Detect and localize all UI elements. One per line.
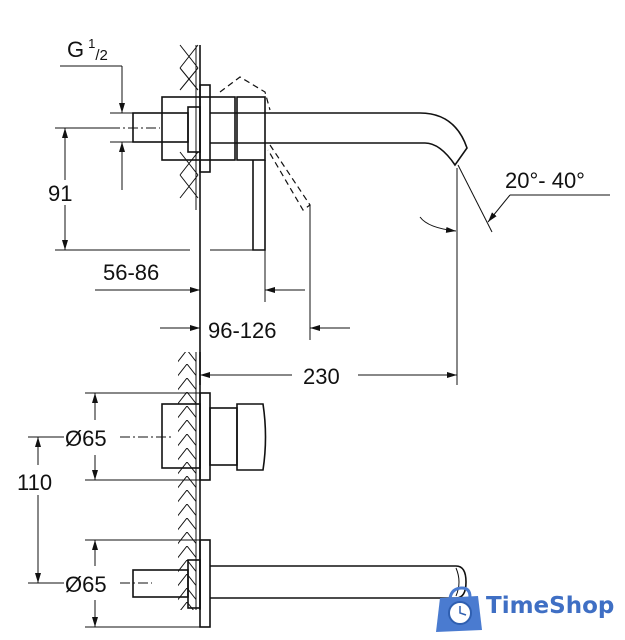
- wall-section-front: [178, 352, 201, 610]
- timeshop-logo: TimeShop: [436, 586, 614, 632]
- lower-diameter-dimension: Ø65: [65, 572, 107, 597]
- front-view: Ø65 Ø65 110: [17, 352, 467, 628]
- spout-length-dimension: 230: [303, 364, 340, 389]
- watermark-text: TimeShop: [486, 593, 614, 619]
- lever-depth-dimension: 96-126: [208, 318, 277, 343]
- spout-front: [120, 539, 467, 628]
- spacing-dimension: 110: [17, 470, 52, 495]
- clock-bag-icon: [436, 586, 482, 632]
- dimensions-front: Ø65 Ø65 110: [17, 392, 210, 628]
- spout-angle-dimension: 20°- 40°: [505, 168, 585, 193]
- height-dimension: 91: [48, 181, 72, 206]
- faucet-body: [110, 76, 468, 251]
- wall-section: [179, 44, 201, 385]
- upper-diameter-dimension: Ø65: [65, 426, 107, 451]
- wall-depth-dimension: 56-86: [103, 260, 159, 285]
